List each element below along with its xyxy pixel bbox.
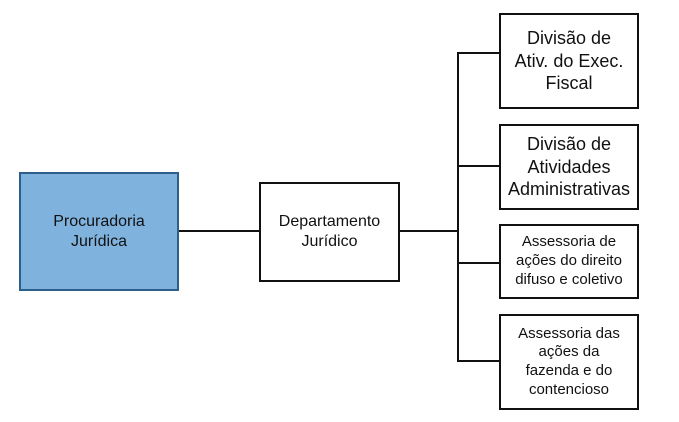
- node-divisao-atividades-administrativas: Divisão de Atividades Administrativas: [499, 124, 639, 210]
- node-assessoria-direito-difuso: Assessoria de ações do direito difuso e …: [499, 224, 639, 299]
- node-departamento-juridico: Departamento Jurídico: [259, 182, 400, 282]
- node-assessoria-fazenda-contencioso: Assessoria das ações da fazenda e do con…: [499, 314, 639, 410]
- node-divisao-execucao-fiscal: Divisão de Ativ. do Exec. Fiscal: [499, 13, 639, 109]
- node-procuradoria-juridica: Procuradoria Jurídica: [19, 172, 179, 291]
